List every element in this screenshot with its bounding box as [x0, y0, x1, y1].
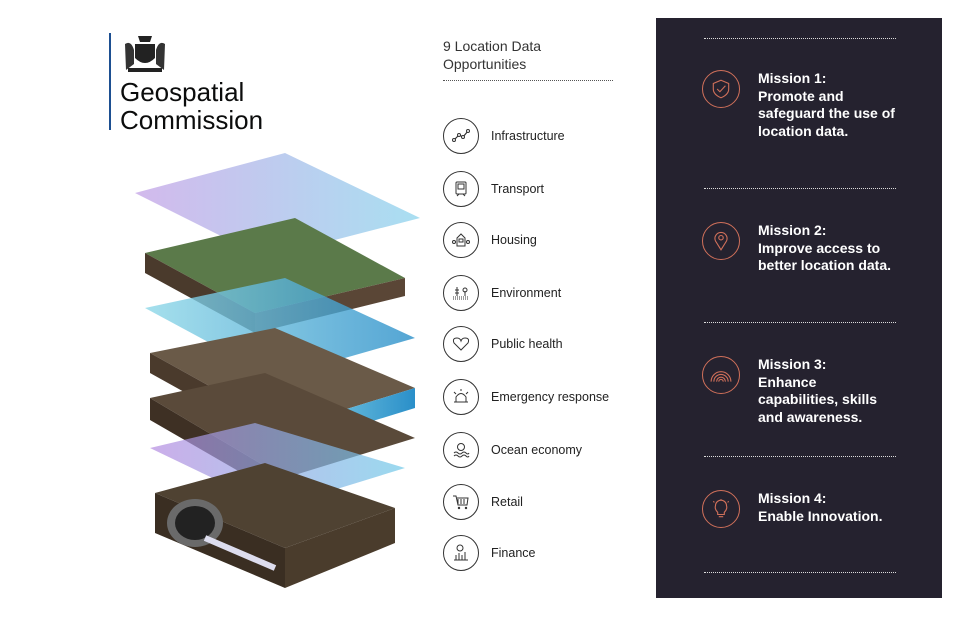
divider	[704, 188, 896, 189]
mission-1: Mission 1:Promote and safeguard the use …	[702, 70, 898, 140]
logo-bar	[109, 33, 111, 130]
lightbulb-icon	[702, 490, 740, 528]
opportunity-environment: Environment	[443, 275, 561, 311]
divider	[704, 322, 896, 323]
mission-3: Mission 3:Enhance capabilities, skills a…	[702, 356, 898, 426]
brand-line1: Geospatial	[120, 77, 245, 107]
opportunity-label: Ocean economy	[491, 443, 583, 457]
royal-crest-icon	[125, 36, 165, 72]
train-icon	[443, 171, 479, 207]
mission-text: Improve access to better location data.	[758, 239, 892, 274]
cart-icon	[443, 484, 479, 520]
opportunity-ocean-economy: Ocean economy	[443, 432, 582, 468]
opportunity-label: Housing	[491, 233, 537, 247]
brand-name: Geospatial Commission	[120, 78, 263, 134]
divider	[704, 456, 896, 457]
mission-title: Mission 4:	[758, 490, 827, 506]
opportunity-public-health: Public health	[443, 326, 563, 362]
brand-line2: Commission	[120, 105, 264, 135]
opportunity-label: Infrastructure	[491, 129, 565, 143]
divider	[704, 572, 896, 573]
divider	[704, 38, 896, 39]
opportunities-title: 9 Location Data Opportunities	[443, 38, 542, 72]
mission-text: Promote and safeguard the use of locatio…	[758, 87, 895, 139]
mission-2: Mission 2:Improve access to better locat…	[702, 222, 898, 275]
missions-panel: Mission 1:Promote and safeguard the use …	[656, 18, 942, 598]
opportunity-transport: Transport	[443, 171, 544, 207]
chart-coin-icon	[443, 535, 479, 571]
mission-title: Mission 3:	[758, 356, 827, 372]
divider	[443, 80, 613, 81]
opportunity-label: Public health	[491, 337, 563, 351]
opportunity-label: Finance	[491, 546, 536, 560]
opportunity-emergency-response: Emergency response	[443, 379, 609, 415]
mission-title: Mission 1:	[758, 70, 827, 86]
opportunity-label: Environment	[491, 286, 562, 300]
opportunity-infrastructure: Infrastructure	[443, 118, 565, 154]
mission-4: Mission 4:Enable Innovation.	[702, 490, 898, 528]
location-pin-icon	[702, 222, 740, 260]
waves-coin-icon	[443, 432, 479, 468]
opportunity-finance: Finance	[443, 535, 535, 571]
tree-icon	[443, 275, 479, 311]
opportunity-retail: Retail	[443, 484, 523, 520]
opportunity-label: Emergency response	[491, 390, 610, 404]
mission-text: Enable Innovation.	[758, 507, 883, 524]
heart-icon	[443, 326, 479, 362]
infrastructure-icon	[443, 118, 479, 154]
shield-check-icon	[702, 70, 740, 108]
opportunity-label: Retail	[491, 495, 523, 509]
concentric-arcs-icon	[702, 356, 740, 394]
mission-text: Enhance capabilities, skills and awarene…	[758, 373, 878, 425]
siren-icon	[443, 379, 479, 415]
mission-title: Mission 2:	[758, 222, 827, 238]
geospatial-layers-illustration	[135, 153, 420, 588]
opportunity-label: Transport	[491, 182, 545, 196]
opportunity-housing: Housing	[443, 222, 537, 258]
house-icon	[443, 222, 479, 258]
